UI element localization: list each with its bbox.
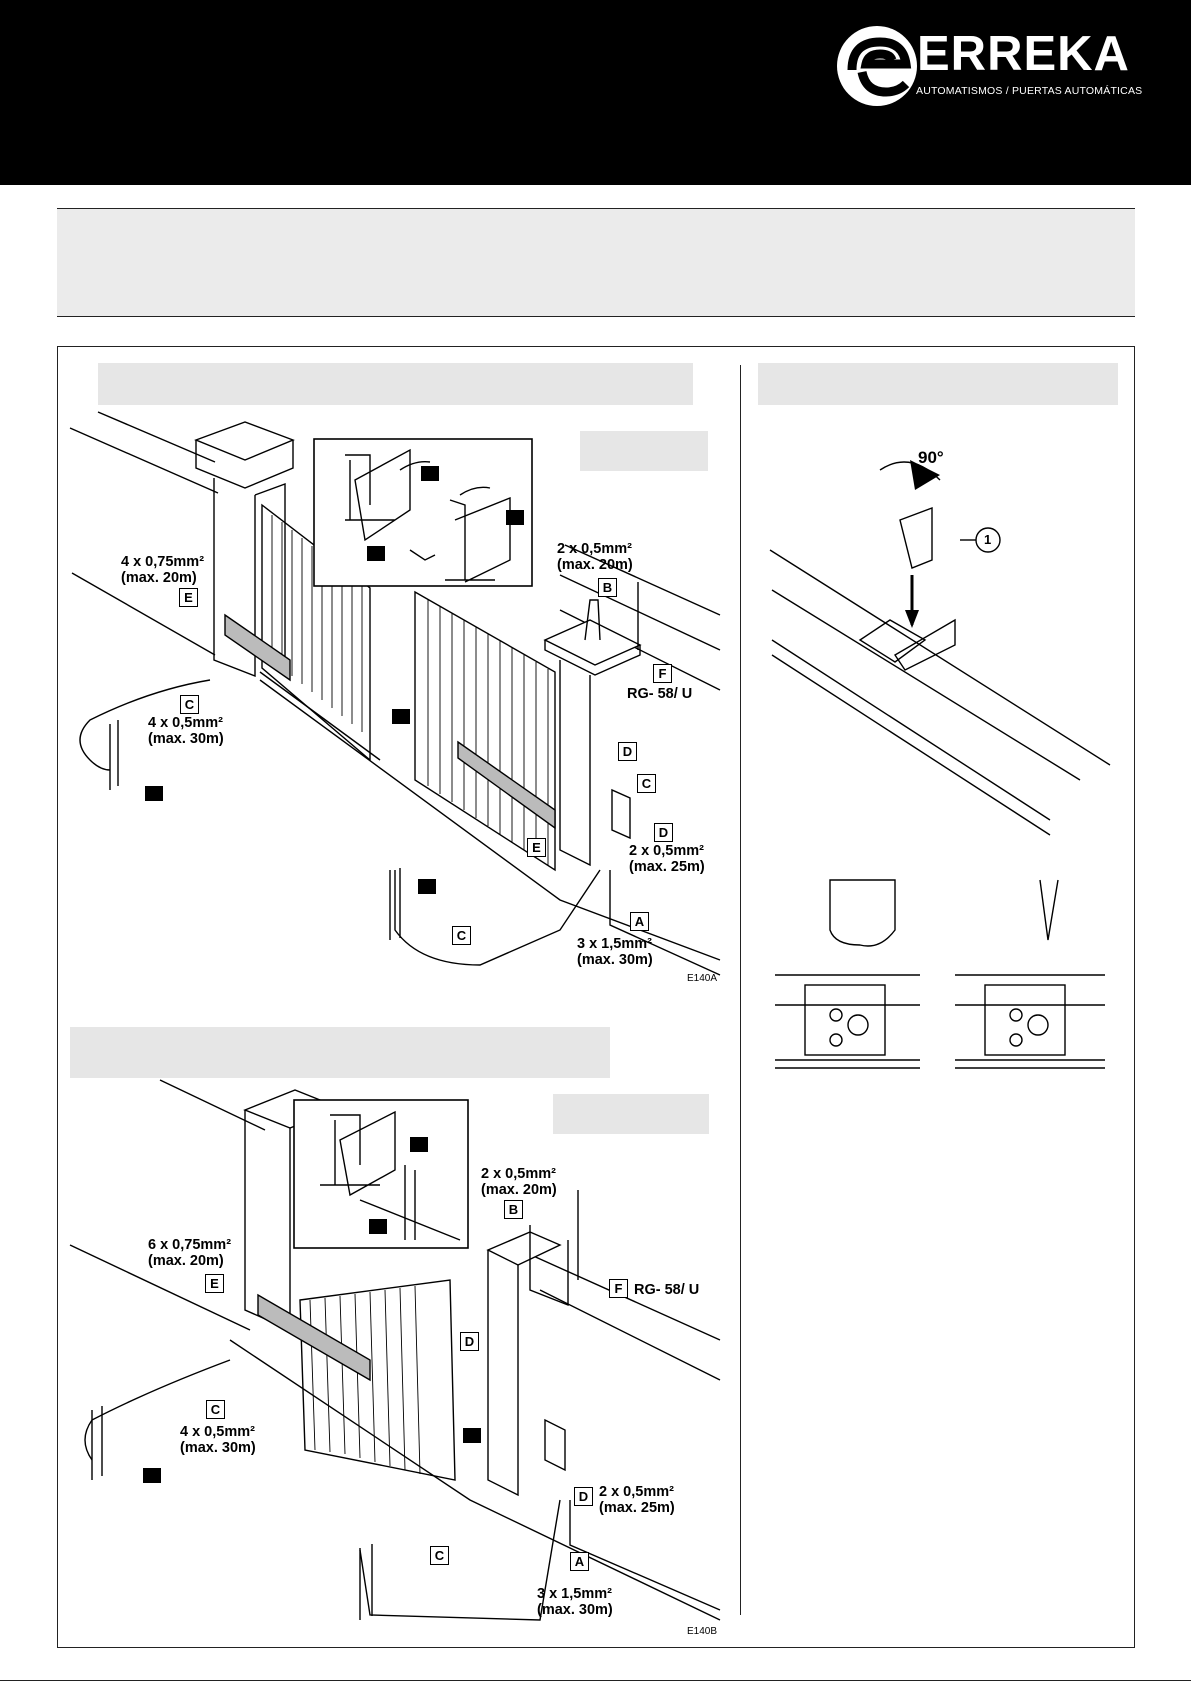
marker-square (392, 709, 410, 724)
label-d-length-a: (max. 25m) (629, 859, 705, 875)
letter-box: F (653, 664, 672, 683)
page-header: ERREKA AUTOMATISMOS / PUERTAS AUTOMÁTICA… (0, 0, 1191, 185)
figure-code-a: E140A (687, 973, 718, 984)
label-e-length-a: (max. 20m) (121, 570, 197, 586)
footer-rule (0, 1680, 1191, 1681)
marker-square (145, 786, 163, 801)
letter-box: F (609, 1279, 628, 1298)
letter-box: B (504, 1200, 523, 1219)
figure-code-b: E140B (687, 1626, 718, 1637)
marker-square (463, 1428, 481, 1443)
erreka-logo-icon (837, 26, 917, 106)
label-b-length-b: (max. 20m) (481, 1182, 557, 1198)
column-divider (740, 365, 741, 1615)
marker-square (418, 879, 436, 894)
letter-box: D (654, 823, 673, 842)
letter-box: A (630, 912, 649, 931)
marker-square (410, 1137, 428, 1152)
figure-frame (57, 346, 1135, 1648)
release-angle: 90° (918, 448, 944, 467)
letter-box: D (618, 742, 637, 761)
label-d-cable-a: 2 x 0,5mm² (629, 843, 704, 859)
label-a-cable-a: 3 x 1,5mm² (577, 936, 652, 952)
label-e-cable-a: 4 x 0,75mm² (121, 554, 205, 570)
label-b-cable-b: 2 x 0,5mm² (481, 1166, 556, 1182)
label-d-length-b: (max. 25m) (599, 1500, 675, 1516)
letter-box: E (205, 1274, 224, 1293)
letter-box: C (206, 1400, 225, 1419)
letter-box: D (460, 1332, 479, 1351)
label-b-cable-a: 2 x 0,5mm² (557, 541, 632, 557)
letter-box: C (180, 695, 199, 714)
label-d-cable-b: 2 x 0,5mm² (599, 1484, 674, 1500)
marker-square (421, 466, 439, 481)
letter-box: B (598, 578, 617, 597)
letter-box: D (574, 1487, 593, 1506)
marker-square (367, 546, 385, 561)
label-c-length-b: (max. 30m) (180, 1440, 256, 1456)
heading-bar-a (98, 363, 693, 405)
marker-square (506, 510, 524, 525)
letter-box: C (637, 774, 656, 793)
label-c-cable-a: 4 x 0,5mm² (148, 715, 223, 731)
letter-box: C (452, 926, 471, 945)
brand-name: ERREKA (917, 27, 1130, 81)
label-b-length-a: (max. 20m) (557, 557, 633, 573)
letter-box: C (430, 1546, 449, 1565)
release-callout: 1 (984, 532, 992, 547)
tag-bar-b (553, 1094, 709, 1134)
title-band (57, 208, 1135, 317)
label-a-length-a: (max. 30m) (577, 952, 653, 968)
tag-bar-a (580, 431, 708, 471)
letter-box: E (179, 588, 198, 607)
heading-bar-b (70, 1027, 610, 1078)
marker-square (143, 1468, 161, 1483)
letter-box: A (570, 1552, 589, 1571)
label-c-cable-b: 4 x 0,5mm² (180, 1424, 255, 1440)
label-a-cable-b: 3 x 1,5mm² (537, 1586, 612, 1602)
marker-square (369, 1219, 387, 1234)
label-c-length-a: (max. 30m) (148, 731, 224, 747)
label-rg-b: RG- 58/ U (634, 1282, 700, 1298)
label-a-length-b: (max. 30m) (537, 1602, 613, 1618)
label-rg-a: RG- 58/ U (627, 686, 693, 702)
brand-tagline: AUTOMATISMOS / PUERTAS AUTOMÁTICAS (916, 85, 1143, 97)
label-e-cable-b: 6 x 0,75mm² (148, 1237, 232, 1253)
label-e-length-b: (max. 20m) (148, 1253, 224, 1269)
heading-bar-release (758, 363, 1118, 405)
letter-box: E (527, 838, 546, 857)
